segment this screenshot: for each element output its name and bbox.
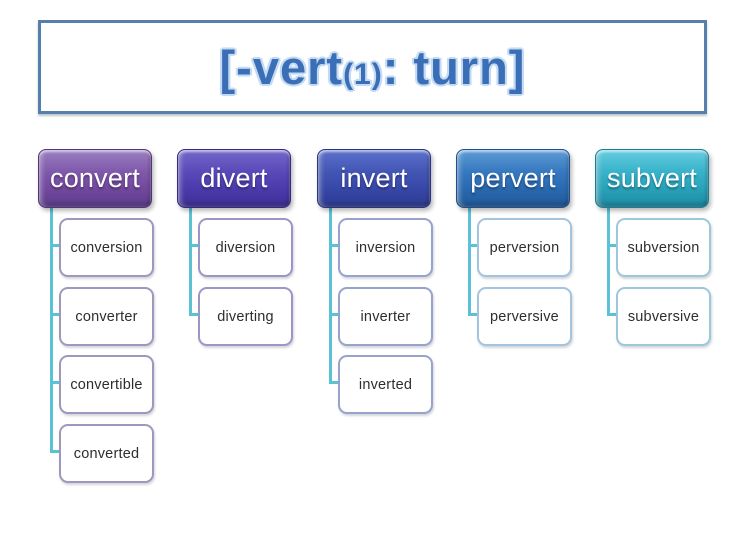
column-convert: convert conversion converter convertible…	[38, 149, 154, 489]
title-prefix: [-vert	[219, 40, 344, 94]
child-node-perversion: perversion	[477, 218, 572, 277]
child-node-perversive: perversive	[477, 287, 572, 346]
root-node-invert: invert	[317, 149, 431, 208]
child-node-conversion: conversion	[59, 218, 154, 277]
child-node-inverter: inverter	[338, 287, 433, 346]
child-node-converter: converter	[59, 287, 154, 346]
connector-stub	[50, 244, 61, 247]
child-node-diversion: diversion	[198, 218, 293, 277]
connector-line	[329, 204, 332, 384]
connector-stub	[468, 244, 479, 247]
page-title: [-vert(1): turn]	[220, 40, 526, 95]
child-node-convertible: convertible	[59, 355, 154, 414]
child-node-subversive: subversive	[616, 287, 711, 346]
connector-line	[607, 204, 610, 316]
connector-stub	[50, 381, 61, 384]
root-node-subvert: subvert	[595, 149, 709, 208]
connector-stub	[50, 450, 61, 453]
connector-line	[50, 204, 53, 453]
column-subvert: subvert subversion subversive	[595, 149, 711, 489]
child-node-inversion: inversion	[338, 218, 433, 277]
title-suffix: : turn]	[382, 40, 526, 94]
connector-stub	[189, 244, 200, 247]
connector-stub	[607, 313, 618, 316]
root-node-convert: convert	[38, 149, 152, 208]
title-sense-number: (1)	[343, 57, 383, 91]
connector-line	[468, 204, 471, 316]
child-node-diverting: diverting	[198, 287, 293, 346]
connector-stub	[329, 381, 340, 384]
connector-stub	[607, 244, 618, 247]
connector-stub	[468, 313, 479, 316]
column-divert: divert diversion diverting	[177, 149, 293, 489]
child-node-converted: converted	[59, 424, 154, 483]
root-node-divert: divert	[177, 149, 291, 208]
connector-line	[189, 204, 192, 316]
connector-stub	[329, 244, 340, 247]
connector-stub	[189, 313, 200, 316]
column-invert: invert inversion inverter inverted	[317, 149, 433, 489]
child-node-subversion: subversion	[616, 218, 711, 277]
connector-stub	[50, 313, 61, 316]
column-pervert: pervert perversion perversive	[456, 149, 572, 489]
root-node-pervert: pervert	[456, 149, 570, 208]
child-node-inverted: inverted	[338, 355, 433, 414]
title-box: [-vert(1): turn]	[38, 20, 707, 114]
connector-stub	[329, 313, 340, 316]
